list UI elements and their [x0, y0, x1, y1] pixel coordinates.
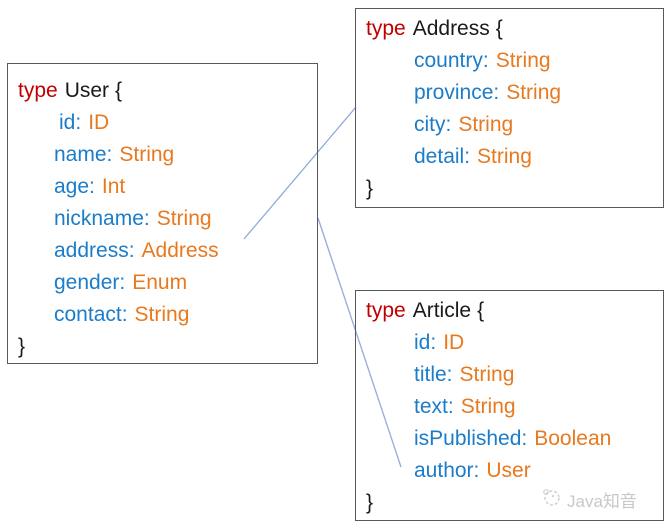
close-brace: } [366, 177, 374, 200]
close-brace: } [18, 335, 26, 358]
field-type: ID [443, 331, 465, 354]
field-name: isPublished: [414, 427, 528, 450]
field-type: String [119, 143, 175, 166]
field-row: address: Address [8, 235, 317, 267]
close-brace: } [366, 491, 374, 514]
field-type: User [486, 459, 531, 482]
field-type: String [495, 49, 551, 72]
field-type: String [134, 303, 190, 326]
field-name: name: [54, 143, 113, 166]
field-name: age: [54, 175, 95, 198]
type-box-address: type Address{ country: String province: Str… [355, 8, 664, 208]
connector-article-user-line [317, 217, 402, 468]
watermark-text: Java知音 [567, 492, 637, 511]
field-type: Address [141, 239, 219, 262]
field-row: name: String [8, 139, 317, 171]
connector-user-address-line [243, 106, 357, 240]
field-row: age: Int [8, 171, 317, 203]
field-name: id: [414, 331, 437, 354]
type-keyword: type [366, 17, 406, 40]
field-row: title: String [356, 359, 663, 391]
java-zhiyin-logo-icon [541, 487, 561, 512]
field-row: gender: Enum [8, 267, 317, 299]
field-type: String [506, 81, 562, 104]
type-header: type Article{ [356, 295, 663, 327]
watermark: Java知音 [541, 487, 637, 512]
field-name: detail: [414, 145, 471, 168]
field-row: city: String [356, 109, 663, 141]
type-keyword: type [366, 299, 406, 322]
open-brace: { [115, 79, 123, 102]
field-row: text: String [356, 391, 663, 423]
type-header: type Address{ [356, 13, 663, 45]
field-type: Int [101, 175, 126, 198]
field-name: text: [414, 395, 454, 418]
type-name: Address [412, 17, 490, 40]
field-name: gender: [54, 271, 126, 294]
field-type: String [459, 363, 515, 386]
field-name: author: [414, 459, 480, 482]
field-row: id: ID [8, 107, 317, 139]
type-name: User [64, 79, 110, 102]
field-type: ID [88, 111, 110, 134]
type-header: type User{ [8, 75, 317, 107]
field-name: nickname: [54, 207, 150, 230]
field-type: String [460, 395, 516, 418]
field-name: country: [414, 49, 489, 72]
field-type: String [156, 207, 212, 230]
field-name: title: [414, 363, 453, 386]
field-type: Enum [132, 271, 188, 294]
field-name: id: [59, 111, 82, 134]
field-row: country: String [356, 45, 663, 77]
field-type: String [458, 113, 514, 136]
field-row: id: ID [356, 327, 663, 359]
field-type: Boolean [534, 427, 612, 450]
field-row: province: String [356, 77, 663, 109]
field-name: city: [414, 113, 452, 136]
field-type: String [477, 145, 532, 168]
field-name: address: [54, 239, 135, 262]
type-keyword: type [18, 79, 58, 102]
open-brace: { [477, 299, 485, 322]
type-name: Article [412, 299, 472, 322]
open-brace: { [495, 17, 503, 40]
field-name: contact: [54, 303, 128, 326]
field-row: author: User [356, 455, 663, 487]
type-box-user: type User{ id: ID name: String age: Int nick… [7, 63, 318, 364]
field-row: contact: String [8, 299, 317, 331]
field-row: nickname: String [8, 203, 317, 235]
field-row: detail: String [356, 141, 663, 173]
field-name: province: [414, 81, 500, 104]
field-row: isPublished: Boolean [356, 423, 663, 455]
